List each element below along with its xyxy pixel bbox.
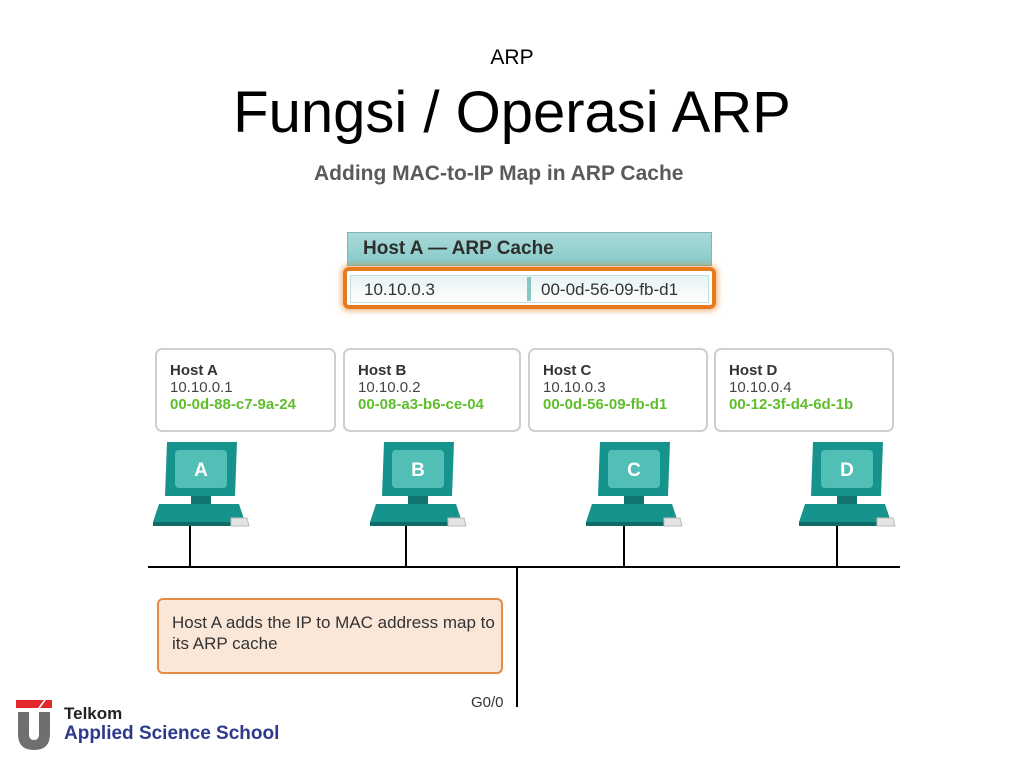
host-d-info: Host D 10.10.0.4 00-12-3f-d4-6d-1b: [714, 348, 894, 432]
host-mac: 00-08-a3-b6-ce-04: [358, 396, 484, 413]
router-link-line: [516, 567, 518, 709]
slide-title: Fungsi / Operasi ARP: [233, 80, 791, 145]
slide-section-title: ARP: [490, 46, 534, 69]
logo-text-telkom: Telkom: [64, 704, 123, 723]
computer-b-icon: B: [370, 442, 467, 527]
host-mac: 00-0d-56-09-fb-d1: [543, 396, 668, 413]
diagram-title: Adding MAC-to-IP Map in ARP Cache: [314, 162, 684, 185]
arp-cache-highlight: [343, 267, 716, 309]
network-bus-line: [148, 566, 900, 568]
computer-label: D: [840, 460, 854, 481]
host-ip: 10.10.0.1: [170, 379, 233, 396]
host-c-drop-line: [623, 520, 625, 567]
host-mac: 00-12-3f-d4-6d-1b: [729, 396, 854, 413]
host-a-info: Host A 10.10.0.1 00-0d-88-c7-9a-24: [155, 348, 336, 432]
arp-cache-header: Host A — ARP Cache: [347, 232, 712, 266]
host-ip: 10.10.0.3: [543, 379, 606, 396]
arp-cache-column-divider: [527, 277, 531, 301]
computer-label: C: [627, 460, 641, 481]
telkom-logo-icon: [16, 700, 52, 750]
router-port-label: G0/0: [471, 694, 504, 711]
host-b-info: Host B 10.10.0.2 00-08-a3-b6-ce-04: [343, 348, 521, 432]
logo-text-school: Applied Science School: [64, 723, 280, 744]
host-c-info: Host C 10.10.0.3 00-0d-56-09-fb-d1: [528, 348, 708, 432]
computer-d-icon: D: [799, 442, 896, 527]
host-name: Host D: [729, 362, 778, 379]
host-d-drop-line: [836, 520, 838, 567]
host-b-drop-line: [405, 520, 407, 567]
explanation-note: Host A adds the IP to MAC address map to…: [157, 598, 503, 674]
arp-cache-ip: 10.10.0.3: [364, 280, 435, 299]
host-name: Host C: [543, 362, 592, 379]
host-mac: 00-0d-88-c7-9a-24: [170, 396, 296, 413]
host-ip: 10.10.0.4: [729, 379, 792, 396]
arp-cache-mac: 00-0d-56-09-fb-d1: [541, 280, 679, 299]
diagram-crop-mask: [460, 707, 540, 747]
computer-a-icon: A: [153, 442, 250, 527]
host-name: Host A: [170, 362, 218, 379]
computer-label: A: [194, 460, 208, 481]
computer-c-icon: C: [586, 442, 683, 527]
host-name: Host B: [358, 362, 407, 379]
computer-label: B: [411, 460, 425, 481]
host-ip: 10.10.0.2: [358, 379, 421, 396]
host-a-drop-line: [189, 520, 191, 567]
